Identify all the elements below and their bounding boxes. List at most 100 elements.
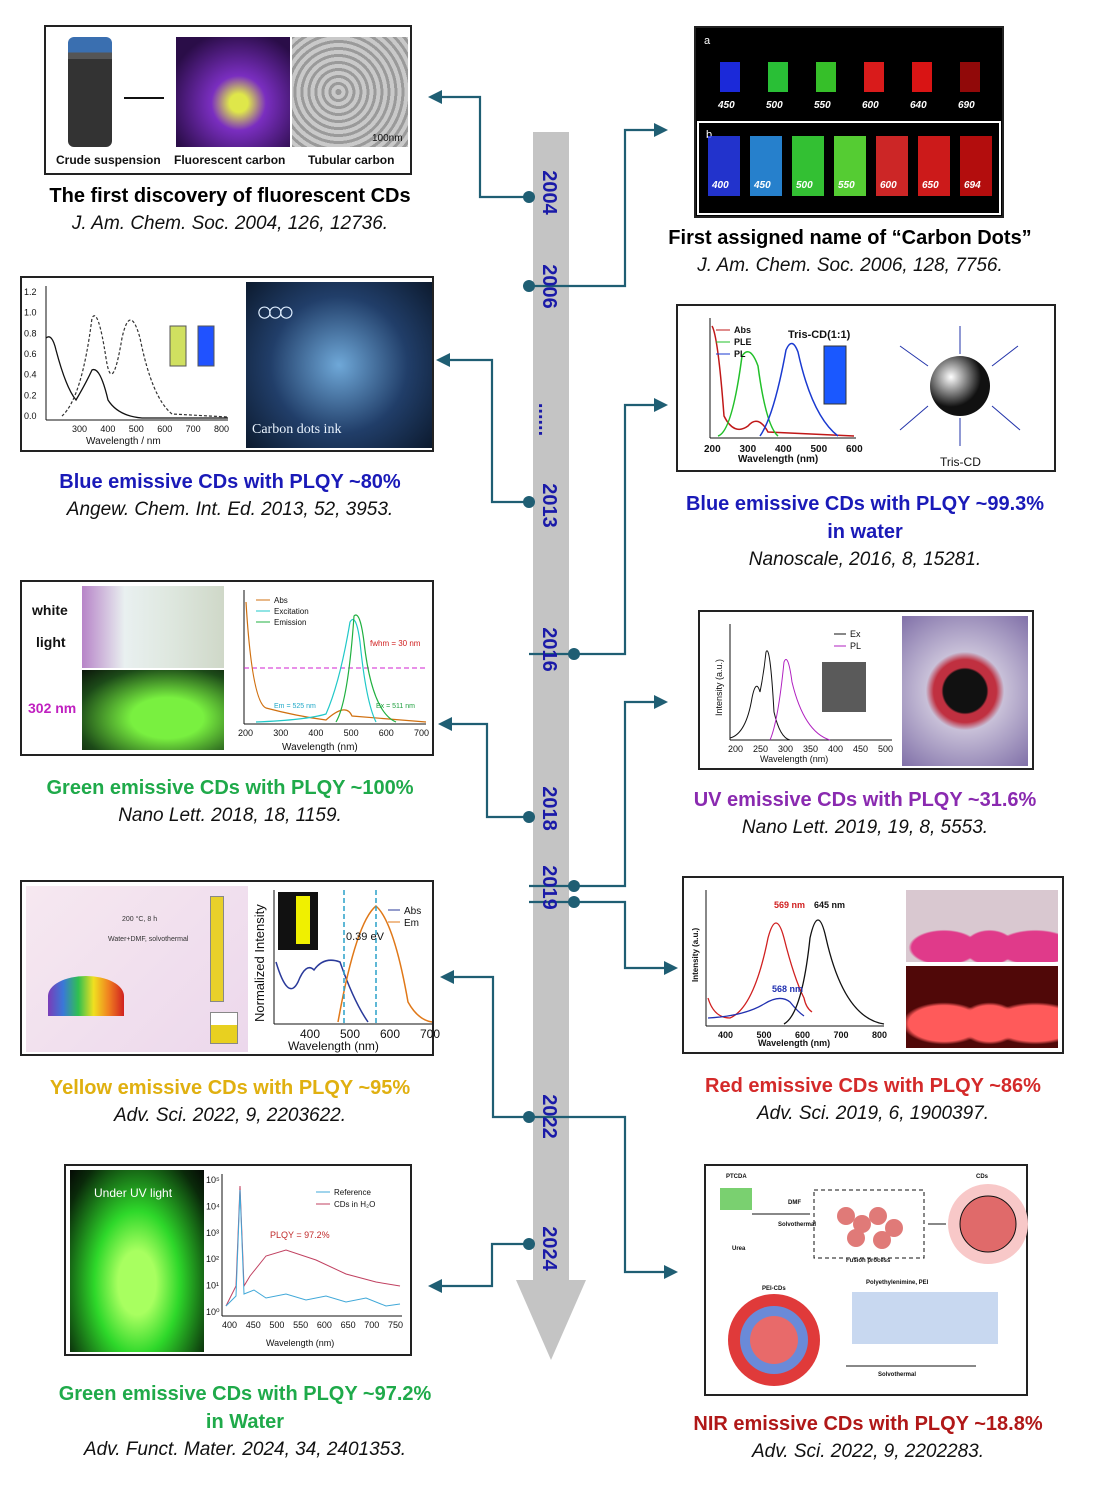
caption-2019red: Red emissive CDs with PLQY ~86% Adv. Sci… <box>650 1072 1096 1128</box>
legend-cds: CDs in H₂O <box>334 1200 375 1209</box>
legend-ex: Ex <box>850 629 861 639</box>
spectrum-gradient <box>48 976 124 1016</box>
peak-645: 645 nm <box>814 900 845 910</box>
cuvette-a-0 <box>720 62 740 92</box>
nir-peicds: PEI-CDs <box>762 1286 786 1292</box>
wavelength-a-1: 500 <box>766 100 783 111</box>
xtick-2019red-2: 600 <box>795 1030 810 1040</box>
xtick-2022y-0: 400 <box>300 1027 320 1041</box>
ytick-2013-2: 0.8 <box>24 328 37 338</box>
caption-triscd: Tris-CD <box>940 455 981 469</box>
cuvette-b-3 <box>834 136 866 196</box>
vials-white <box>82 586 224 668</box>
year-2022: 2022 <box>537 1094 560 1139</box>
xlabel-2016: Wavelength (nm) <box>738 454 818 465</box>
title-2018: Green emissive CDs with PLQY ~100% <box>46 777 414 799</box>
xtick-2013-5: 800 <box>214 424 229 434</box>
nir-scheme: PTCDA Urea DMF Solvothermal Fusion proce… <box>720 1174 1028 1386</box>
legend-pl: PL <box>734 349 746 359</box>
wavelength-b-4: 600 <box>880 180 897 191</box>
wavelength-b-3: 550 <box>838 180 855 191</box>
caption-2006: First assigned name of “Carbon Dots” J. … <box>640 224 1060 280</box>
wavelength-a-5: 690 <box>958 100 975 111</box>
cond-label: 200 °C, 8 h <box>122 916 158 923</box>
xtick-2024-0: 400 <box>222 1320 237 1330</box>
dot-2004 <box>523 191 535 203</box>
xtick-2016-4: 600 <box>846 444 863 455</box>
legend-exc-2018: Excitation <box>274 607 309 616</box>
wavelength-a-0: 450 <box>717 100 735 111</box>
nir-pei: Polyethylenimine, PEI <box>866 1280 929 1286</box>
arrow-icon <box>124 97 164 99</box>
ref-2004: J. Am. Chem. Soc. 2004, 126, 12736. <box>71 213 389 234</box>
caption-2022y: Yellow emissive CDs with PLQY ~95% Adv. … <box>10 1074 450 1130</box>
peak-569: 569 nm <box>774 900 805 910</box>
xtick-2019uv-1: 250 <box>753 744 768 754</box>
xtick-2018-3: 500 <box>344 728 359 738</box>
flask-daylight <box>906 890 1058 962</box>
caption-2022nir: NIR emissive CDs with PLQY ~18.8% Adv. S… <box>656 1410 1080 1466</box>
panel-2022y: 200 °C, 8 h Water+DMF, solvothermal Norm… <box>20 880 440 1056</box>
xtick-2024-3: 550 <box>293 1320 308 1330</box>
xtick-2019uv-5: 450 <box>853 744 868 754</box>
dot-2016 <box>568 648 580 660</box>
dot-2019a <box>568 880 580 892</box>
synthesis-scheme: 200 °C, 8 h Water+DMF, solvothermal <box>26 886 248 1052</box>
xtick-2016-1: 300 <box>740 444 757 455</box>
legend-pl-uv: PL <box>850 641 861 651</box>
vials-uv <box>82 670 224 750</box>
xtick-2019uv-6: 500 <box>878 744 893 754</box>
ex-label: Ex = 511 nm <box>376 703 415 710</box>
legend-ple: PLE <box>734 337 752 347</box>
cuvette-b-1 <box>750 136 782 196</box>
tem-image <box>292 37 408 147</box>
xtick-2019uv-4: 400 <box>828 744 843 754</box>
caption-2019uv: UV emissive CDs with PLQY ~31.6% Nano Le… <box>650 786 1080 842</box>
cuvette-a-4 <box>912 62 932 92</box>
cuvette-a-1 <box>768 62 788 92</box>
ytick-2024-1: 10⁴ <box>206 1201 220 1211</box>
wavelength-b-2: 500 <box>796 180 813 191</box>
cuvette-b-5 <box>918 136 950 196</box>
year-ellipsis: ...... <box>534 402 557 437</box>
caption-2004: The first discovery of fluorescent CDs J… <box>20 182 440 238</box>
tag-a: a <box>704 35 711 47</box>
plqy-label: PLQY = 97.2% <box>270 1230 330 1240</box>
xlabel-2019uv: Wavelength (nm) <box>760 754 828 764</box>
xtick-2024-7: 750 <box>388 1320 403 1330</box>
nir-solvothermal2: Solvothermal <box>878 1372 916 1378</box>
gap-label: 0.39 eV <box>346 931 385 943</box>
xlabel-2019red: Wavelength (nm) <box>758 1038 830 1048</box>
wavelength-a-3: 600 <box>862 100 879 111</box>
dot-2024 <box>523 1238 535 1250</box>
xlabel-2013: Wavelength / nm <box>86 436 161 447</box>
em-label: Em = 525 nm <box>274 703 316 710</box>
fwhm-label: fwhm = 30 nm <box>370 639 421 648</box>
year-2019: 2019 <box>537 865 560 910</box>
ylabel-2019red: Intensity (a.u.) <box>691 927 700 982</box>
panel-2022nir: PTCDA Urea DMF Solvothermal Fusion proce… <box>704 1164 1028 1396</box>
xtick-2024-2: 500 <box>269 1320 284 1330</box>
xtick-2013-3: 600 <box>157 424 172 434</box>
xtick-2019red-1: 500 <box>757 1030 772 1040</box>
xtick-2018-4: 600 <box>379 728 394 738</box>
ref-2019uv: Nano Lett. 2019, 19, 8, 5553. <box>741 817 989 838</box>
title-2013: Blue emissive CDs with PLQY ~80% <box>59 471 401 493</box>
dot-2006 <box>523 280 535 292</box>
xtick-2013-0: 300 <box>72 424 87 434</box>
xtick-2016-3: 500 <box>811 444 828 455</box>
nir-ptcda: PTCDA <box>726 1174 747 1180</box>
xtick-2019red-0: 400 <box>718 1030 733 1040</box>
xtick-2019uv-3: 350 <box>803 744 818 754</box>
year-2013: 2013 <box>537 483 560 528</box>
label-light: light <box>36 634 66 650</box>
label-302nm: 302 nm <box>28 700 77 716</box>
